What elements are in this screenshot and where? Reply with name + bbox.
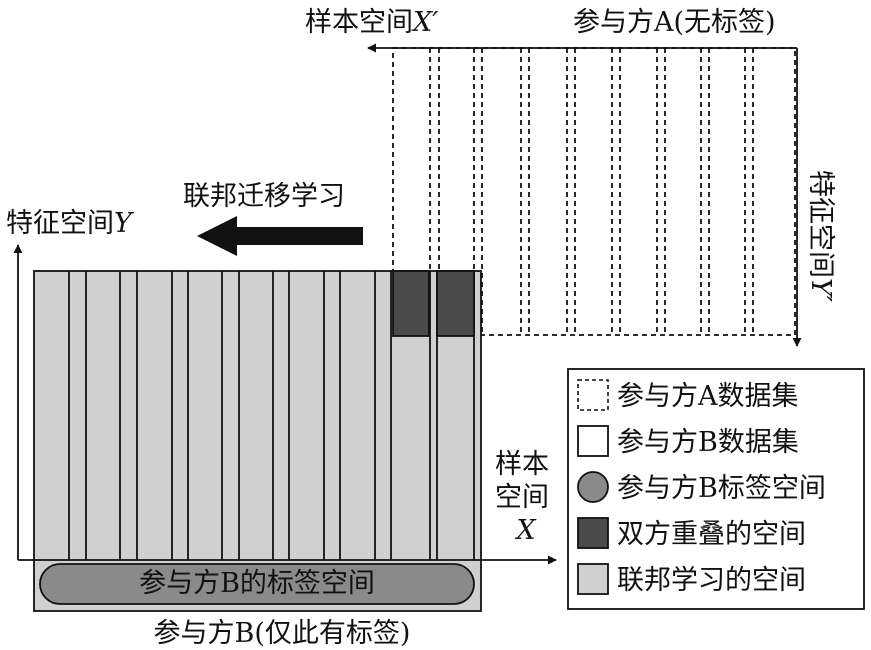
party-b-label-space [39,563,475,605]
legend-label-3: 参与方B标签空间 [617,473,826,504]
legend-swatch-dark [577,517,609,549]
overlap-block-2 [436,270,475,337]
legend-label-2: 参与方B数据集 [617,427,799,458]
party-a-dataset [392,47,796,336]
party-a-columns [429,48,754,335]
legend-label-5: 联邦学习的空间 [617,565,806,596]
party-a-title: 参与方A(无标签) [573,7,776,38]
sample-space-b-line2: 空间 [495,482,549,513]
party-b-title: 参与方B(仅此有标签) [154,618,411,649]
sample-space-a-label: 样本空间X′ [305,7,438,38]
sample-space-b-var: X [514,515,537,546]
feature-space-a-label: 特征空间Y′ [805,170,836,302]
party-b-dataset [33,270,482,612]
transfer-arrow-icon [197,216,363,256]
party-b-label-space-text: 参与方B的标签空间 [139,568,375,599]
legend-swatch-circle [577,471,609,503]
sample-space-b-line1: 样本 [495,449,549,480]
legend-swatch-white [577,425,609,457]
legend-label-1: 参与方A数据集 [617,381,799,412]
legend-swatch-dashed [577,379,609,411]
legend-swatch-light [577,563,609,595]
legend-label-4: 双方重叠的空间 [617,519,806,550]
legend-box [567,368,865,610]
transfer-learning-label: 联邦迁移学习 [183,181,345,212]
feature-space-b-label: 特征空间Y [6,208,134,239]
party-b-columns [68,271,475,560]
overlap-block-1 [392,270,430,337]
